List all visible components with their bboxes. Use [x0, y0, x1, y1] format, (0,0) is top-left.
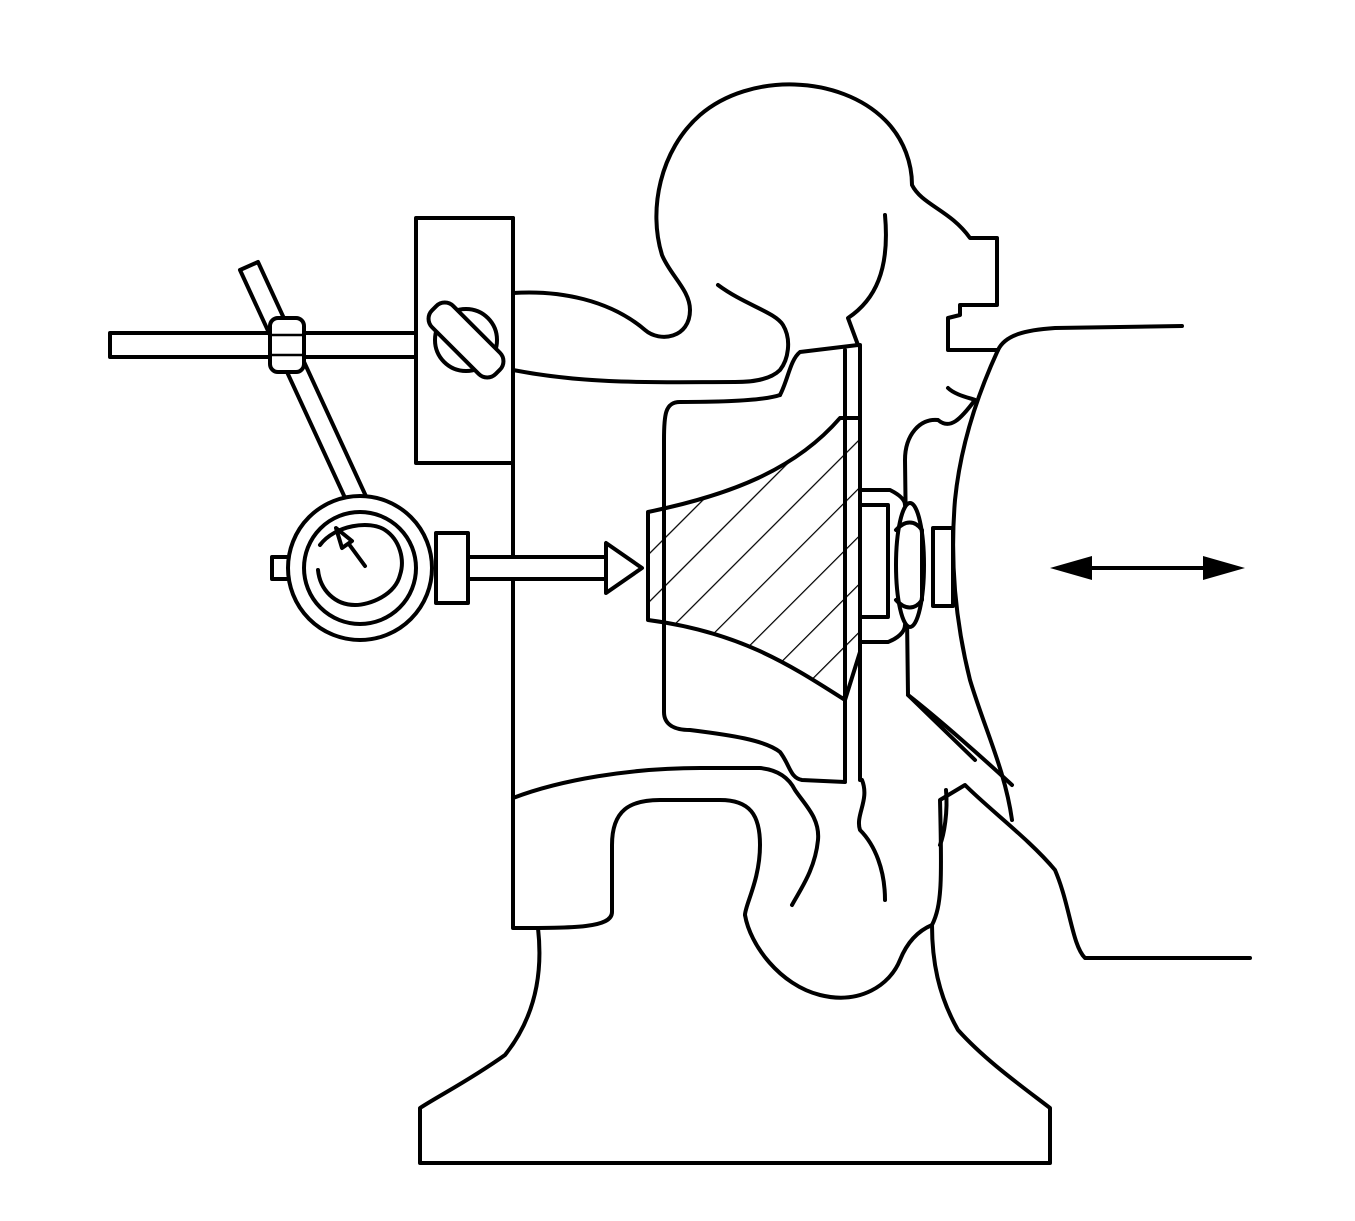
- shaft-nut: [858, 501, 955, 629]
- base-mount: [418, 923, 1052, 1165]
- compressor-housing-lower: [743, 778, 1252, 1000]
- double-arrow-icon: [1050, 556, 1245, 580]
- dial-indicator: [270, 494, 644, 642]
- indicator-arm: [238, 260, 372, 515]
- compressor-housing-upper: [511, 82, 1000, 385]
- compressor-housing-center: [511, 216, 860, 930]
- indicator-mount-block: [414, 216, 515, 465]
- compressor-wheel: [646, 416, 862, 702]
- support-rod: [108, 331, 418, 359]
